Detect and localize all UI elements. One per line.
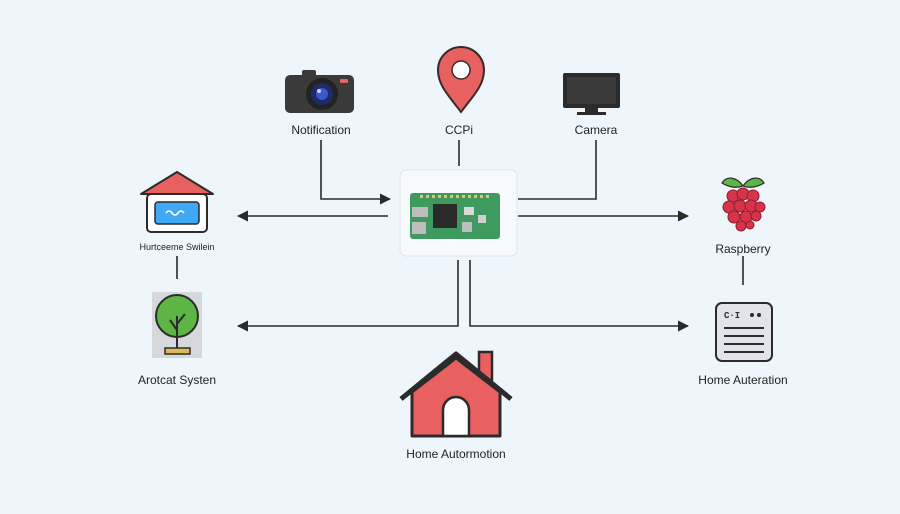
smart-hub-icon — [140, 171, 214, 233]
monitor-icon — [563, 73, 620, 115]
connector-notification-to-center — [320, 140, 392, 205]
camera-icon — [285, 70, 354, 113]
node-label-home-automotion: Home Autormotion — [406, 447, 506, 461]
panel-glyph: C·I — [724, 311, 740, 321]
house-icon — [399, 350, 513, 438]
connector-center-to-arotcat — [236, 260, 459, 332]
raspberry-icon — [721, 177, 766, 232]
node-label-raspberry: Raspberry — [715, 242, 771, 256]
node-label-hub: Hurtceeme Swilein — [139, 242, 215, 252]
node-label-arotcat: Arotcat Systen — [137, 373, 217, 387]
node-label-ccpi: CCPi — [444, 123, 474, 137]
connector-camera-to-center — [518, 140, 597, 200]
tree-icon — [152, 292, 202, 358]
node-label-home-auterration: Home Auteration — [698, 373, 788, 387]
node-label-camera: Camera — [574, 123, 618, 137]
raspberry-pi-board — [399, 169, 518, 257]
connectors — [176, 140, 744, 332]
location-pin-icon — [436, 46, 486, 114]
node-label-notification: Notification — [291, 123, 351, 137]
server-panel-icon: C·I — [715, 302, 773, 362]
connector-center-to-home-auterration — [469, 260, 690, 332]
